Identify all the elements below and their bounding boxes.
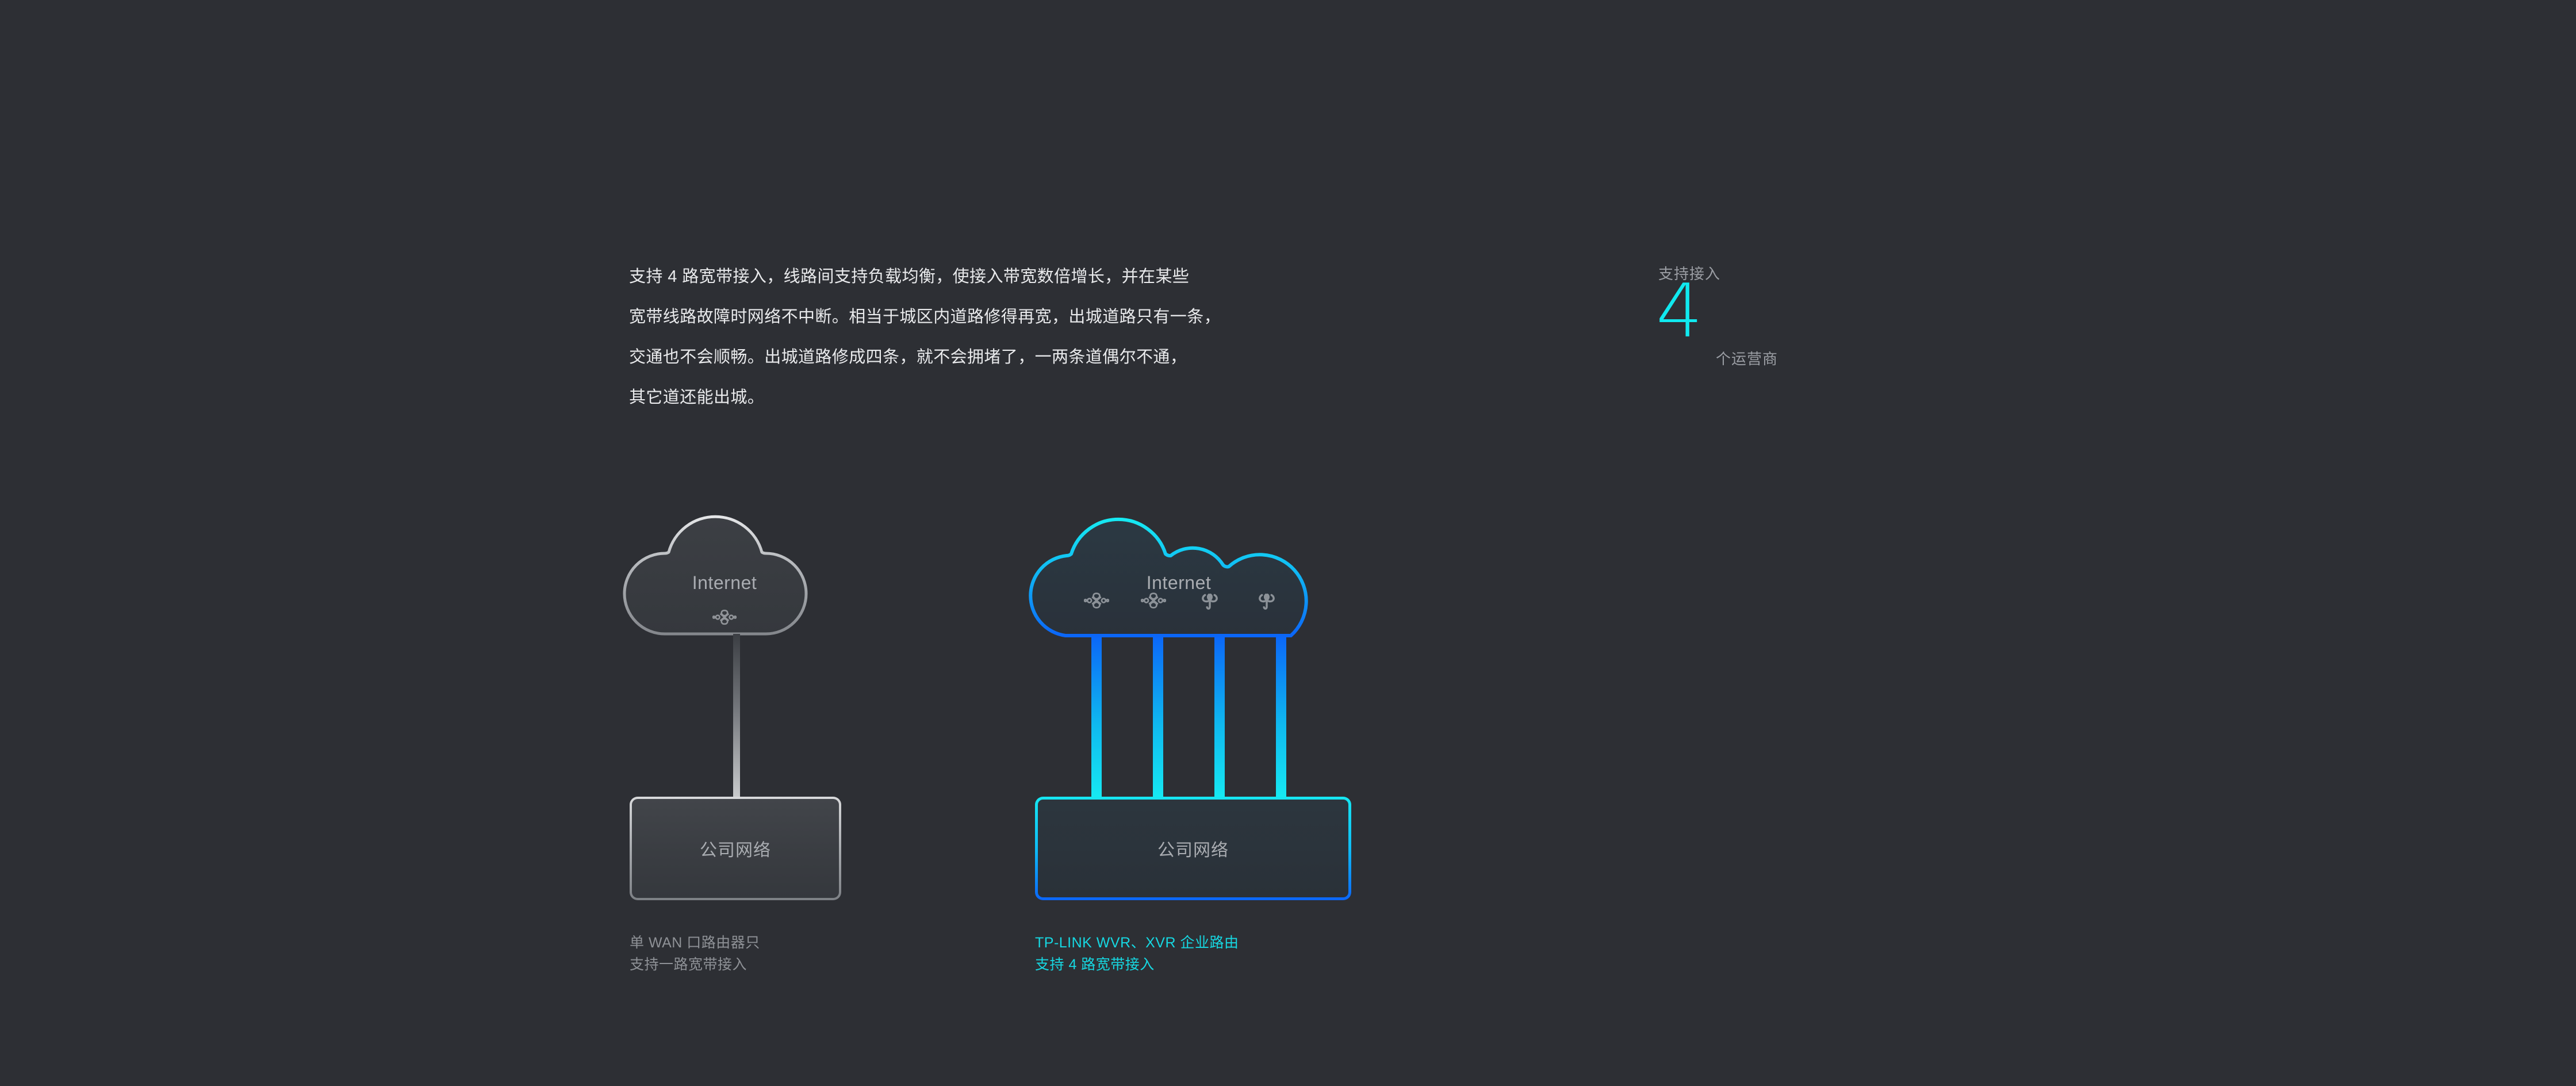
- carrier-icons-multi: [1084, 588, 1279, 613]
- china-unicom-logo-icon: [1140, 592, 1166, 609]
- connector-line-multi-3: [1214, 636, 1225, 798]
- cloud-shape-single: [623, 515, 808, 636]
- china-telecom-logo-icon: [1259, 593, 1275, 610]
- diagram-multi-wan: Internet: [1021, 477, 1377, 1030]
- stat-number: 4: [1656, 269, 1703, 354]
- china-unicom-logo-icon: [712, 609, 737, 625]
- company-network-box-multi: 公司网络: [1035, 797, 1351, 900]
- company-network-box-single: 公司网络: [630, 797, 841, 900]
- china-unicom-logo-icon: [1084, 592, 1109, 609]
- connector-line-multi-2: [1153, 636, 1163, 798]
- company-network-label-multi: 公司网络: [1157, 841, 1229, 860]
- connector-line-single: [733, 634, 740, 798]
- stat-caption-top: 支持接入: [1658, 265, 1721, 282]
- cloud-shape-multi: [1029, 518, 1308, 637]
- connector-line-multi-4: [1276, 636, 1286, 798]
- carrier-icons-single: [610, 605, 839, 629]
- china-telecom-logo-icon: [1202, 593, 1218, 610]
- diagram-single-wan: Internet 公司网络 单 WAN 口路由器只 支持一路宽带接入: [610, 477, 874, 1030]
- caption-single-wan: 单 WAN 口路由器只 支持一路宽带接入: [630, 935, 760, 973]
- description-paragraph: 支持 4 路宽带接入，线路间支持负载均衡，使接入带宽数倍增长，并在某些 宽带线路…: [629, 267, 1221, 407]
- company-network-label-single: 公司网络: [700, 841, 771, 860]
- stat-caption-bottom: 个运营商: [1716, 350, 1778, 368]
- stat-block: 支持接入 4 个运营商: [1656, 262, 1906, 389]
- connector-line-multi-1: [1091, 636, 1102, 798]
- caption-multi-wan: TP-LINK WVR、XVR 企业路由 支持 4 路宽带接入: [1035, 935, 1239, 973]
